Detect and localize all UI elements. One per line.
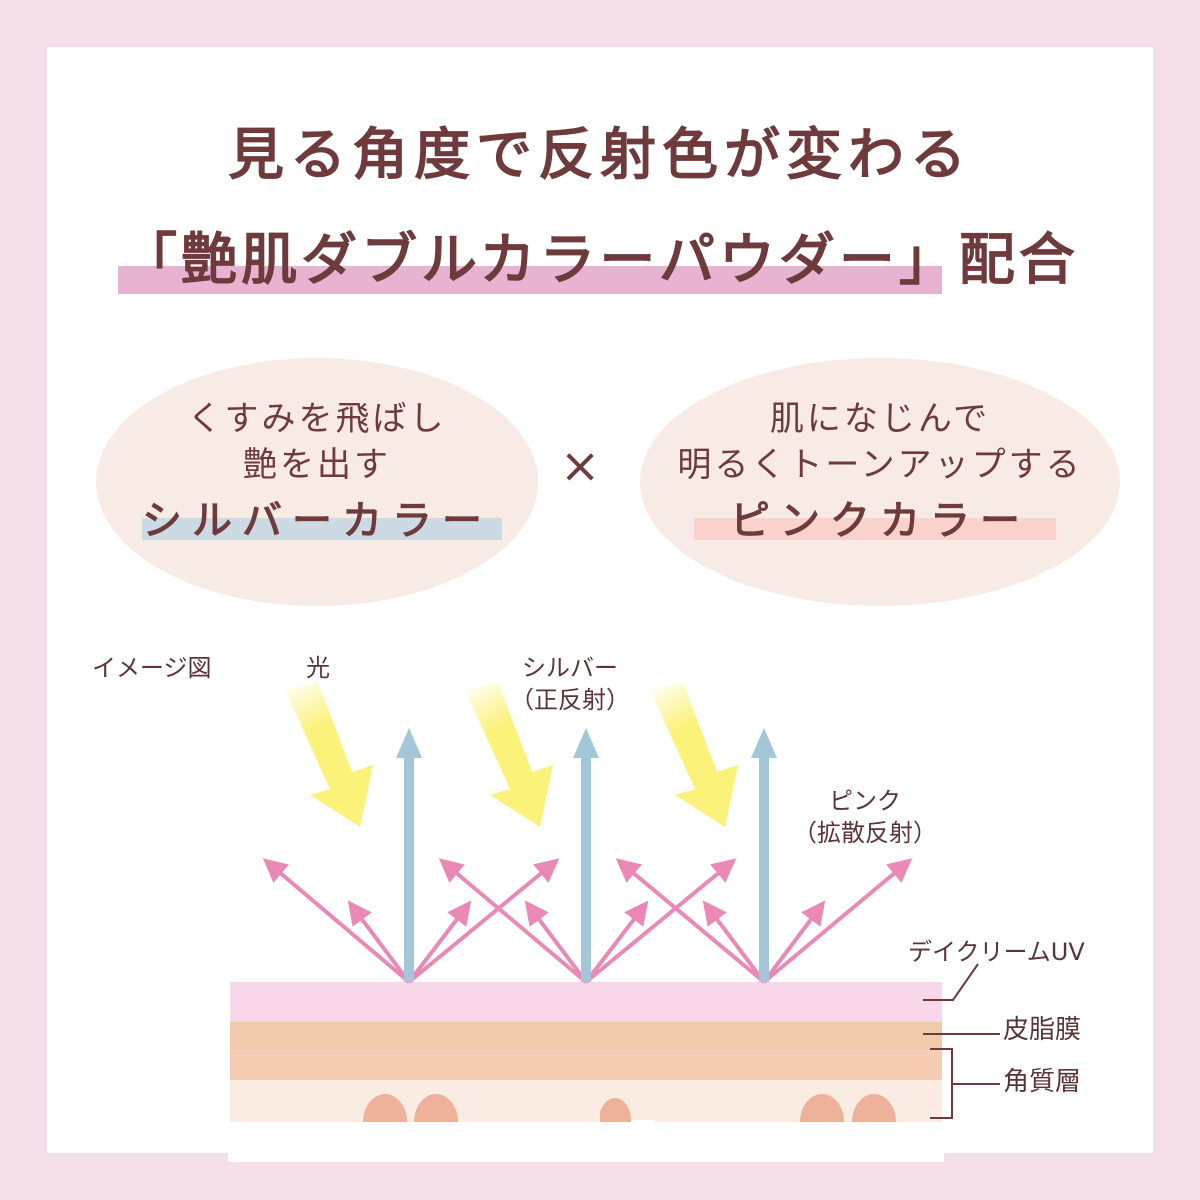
silver-reflection-label: シルバー （正反射） bbox=[480, 652, 660, 716]
silver-desc-line2: 艶を出す bbox=[243, 445, 391, 485]
pink-desc-line1: 肌になじんで bbox=[769, 399, 991, 439]
sebum-layer bbox=[230, 1022, 942, 1050]
pink-highlight bbox=[694, 518, 1056, 540]
silver-color-name: シルバーカラー bbox=[142, 498, 492, 544]
pink-reflection-label: ピンク （拡散反射） bbox=[770, 785, 960, 849]
diagram-caption: イメージ図 bbox=[92, 654, 212, 682]
silver-label-sub: （正反射） bbox=[510, 686, 630, 714]
skin-layers bbox=[228, 982, 944, 1162]
silver-specular-arrows bbox=[396, 728, 777, 982]
silver-highlight bbox=[142, 518, 502, 540]
pink-label-text: ピンク bbox=[829, 787, 901, 815]
headline-line1: 見る角度で反射色が変わる bbox=[228, 123, 972, 188]
pink-diffuse-arrows bbox=[262, 858, 913, 984]
light-label: 光 bbox=[306, 654, 330, 682]
layer-leader-lines bbox=[923, 963, 1000, 1119]
daycream-label: デイクリームUV bbox=[908, 938, 1085, 966]
silver-desc-line1: くすみを飛ばし bbox=[187, 399, 447, 439]
pink-color-name: ピンクカラー bbox=[730, 498, 1030, 544]
pink-desc-line2: 明るくトーンアップする bbox=[677, 445, 1083, 485]
headline-line2: 「艶肌ダブルカラーパウダー」配合 bbox=[121, 228, 1079, 293]
light-arrows bbox=[285, 683, 738, 827]
title-highlight bbox=[118, 266, 942, 294]
daycream-layer bbox=[230, 982, 942, 1022]
sebum-label: 皮脂膜 bbox=[1003, 1015, 1082, 1045]
silver-label-text: シルバー bbox=[522, 654, 618, 682]
multiply-icon: × bbox=[560, 438, 601, 494]
silver-feature-ellipse: くすみを飛ばし 艶を出す bbox=[96, 358, 538, 606]
pink-feature-ellipse: 肌になじんで 明るくトーンアップする bbox=[640, 358, 1120, 606]
pink-label-sub: （拡散反射） bbox=[793, 819, 937, 847]
stratum-label: 角質層 bbox=[1003, 1067, 1082, 1097]
